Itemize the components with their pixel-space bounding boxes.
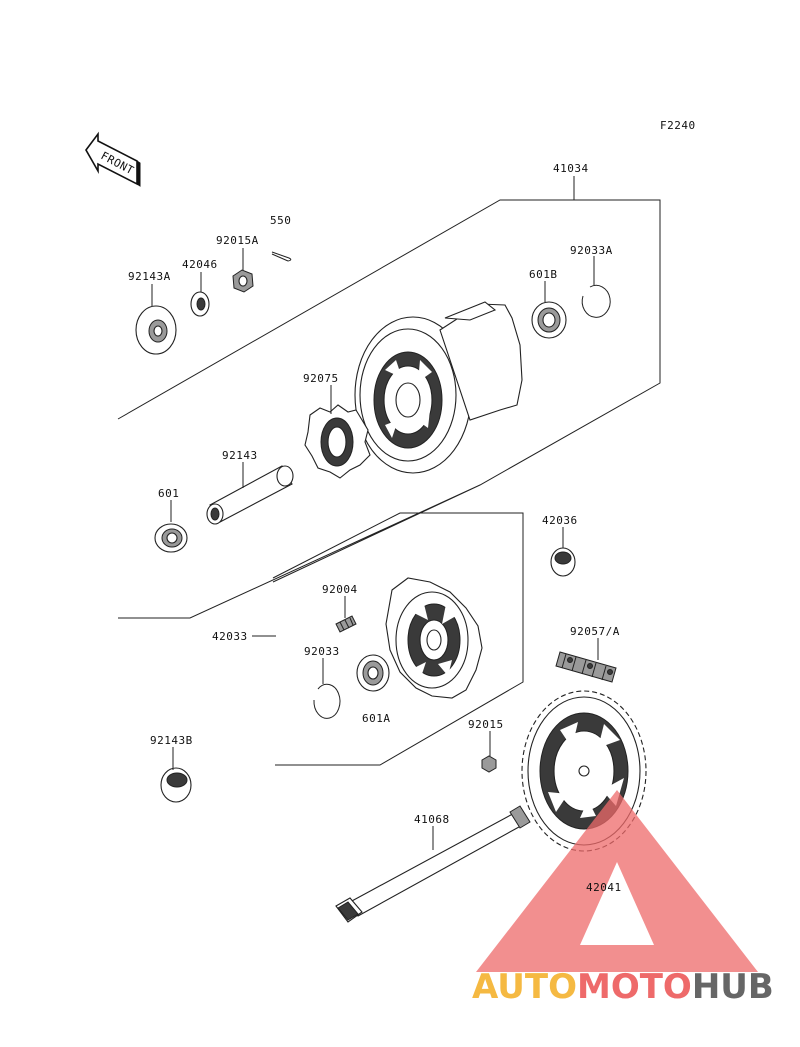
damper-rubber-92075 — [304, 404, 371, 479]
part-label-92143: 92143 — [222, 449, 258, 462]
watermark-text: AUTOMOTOHUB — [472, 967, 774, 1007]
sprocket-42041 — [521, 690, 647, 852]
bearing-601b — [531, 301, 567, 339]
part-label-601: 601 — [158, 487, 179, 500]
cotter-pin-550 — [271, 251, 292, 262]
part-label-42036: 42036 — [542, 514, 578, 527]
part-label-92033a: 92033A — [570, 244, 613, 257]
part-label-601a: 601A — [362, 712, 391, 725]
chain-link-92057a — [555, 651, 617, 683]
part-label-41068: 41068 — [414, 813, 450, 826]
front-direction-arrow-icon: FRONT — [85, 131, 141, 187]
circlip-92033a — [581, 284, 611, 318]
wheel-hub-41034 — [354, 301, 523, 474]
part-label-92143b: 92143B — [150, 734, 193, 747]
hub-group-outline — [117, 199, 661, 619]
axle-41068 — [335, 805, 531, 923]
stud-92004 — [335, 615, 357, 633]
coupling-42033 — [385, 577, 483, 699]
bearing-601 — [154, 523, 188, 553]
part-label-42041: 42041 — [586, 881, 622, 894]
collar-92143b — [160, 767, 192, 803]
collar-92143a — [135, 305, 177, 355]
part-label-550: 550 — [270, 214, 291, 227]
part-label-92143a: 92143A — [128, 270, 171, 283]
nut-92015 — [481, 755, 497, 773]
watermark-text-moto: MOTO — [577, 967, 692, 1007]
collar-42036 — [550, 547, 576, 577]
watermark-text-auto: AUTO — [472, 967, 577, 1007]
part-label-92057a: 92057/A — [570, 625, 620, 638]
part-label-601b: 601B — [529, 268, 558, 281]
collar-tube-92143 — [206, 465, 294, 525]
part-label-42033: 42033 — [212, 630, 248, 643]
part-label-92033: 92033 — [304, 645, 340, 658]
part-label-41034: 41034 — [553, 162, 589, 175]
bearing-601a — [356, 654, 390, 692]
watermark-text-hub: HUB — [692, 967, 774, 1007]
part-label-92015a: 92015A — [216, 234, 259, 247]
figure-code: F2240 — [660, 119, 696, 132]
part-label-92075: 92075 — [303, 372, 339, 385]
part-label-92004: 92004 — [322, 583, 358, 596]
circlip-92033 — [313, 683, 341, 719]
coupling-group-outline — [272, 512, 524, 766]
nut-92015a — [232, 269, 254, 293]
part-label-92015: 92015 — [468, 718, 504, 731]
spacer-42046 — [190, 291, 210, 317]
automotohub-watermark-logo — [476, 790, 758, 972]
part-label-42046: 42046 — [182, 258, 218, 271]
